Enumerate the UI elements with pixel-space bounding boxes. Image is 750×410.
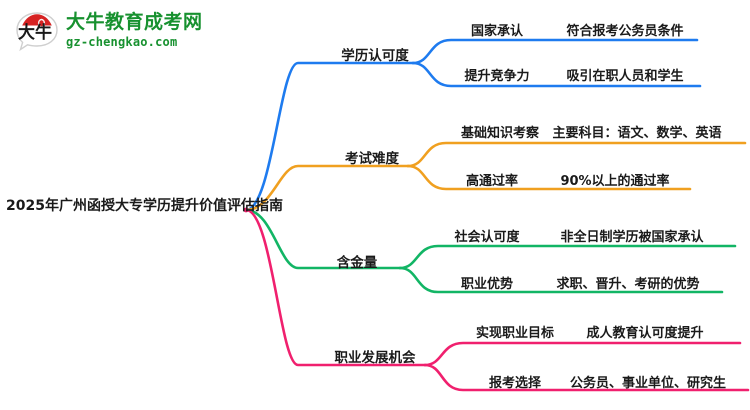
branch-label-4[interactable]: 职业发展机会 [334,350,416,366]
branch-label-2[interactable]: 考试难度 [345,151,399,167]
branch-2-child-2-connector [406,164,692,191]
detail-label-2-1[interactable]: 主要科目：语文、数学、英语 [552,126,722,141]
branch-4-child-2-connector [423,363,750,392]
logo-text-block: 大牛教育成考网 gz-chengkao.com [66,10,236,54]
subnode-label-1-1[interactable]: 国家承认 [470,24,524,39]
subnode-label-4-1[interactable]: 实现职业目标 [475,326,555,341]
branch-spine-1 [244,61,415,212]
logo-company-name: 大牛教育成考网 [66,11,203,33]
detail-label-1-1[interactable]: 符合报考公务员条件 [566,24,684,39]
logo-mark-icon: 大牛 [16,12,58,52]
subnode-label-2-1[interactable]: 基础知识考察 [460,126,540,141]
detail-label-3-1[interactable]: 非全日制学历被国家承认 [560,230,704,245]
svg-text:大牛: 大牛 [18,22,52,43]
subnode-label-1-2[interactable]: 提升竞争力 [464,69,530,84]
branch-3-child-1-connector [398,244,737,270]
branch-spine-4 [244,208,427,367]
root-node-label[interactable]: 2025年广州函授大专学历提升价值评估指南 [6,198,283,214]
detail-label-4-2[interactable]: 公务员、事业单位、研究生 [569,376,727,391]
subnode-label-2-2[interactable]: 高通过率 [465,174,519,189]
brand-logo: 大牛 大牛教育成考网 gz-chengkao.com [14,8,234,56]
detail-label-4-1[interactable]: 成人教育认可度提升 [586,326,704,341]
subnode-label-4-2[interactable]: 报考选择 [488,376,542,391]
branch-label-3[interactable]: 含金量 [336,255,378,271]
detail-label-3-2[interactable]: 求职、晋升、考研的优势 [556,277,700,292]
branch-spine-2 [244,164,410,212]
branch-spine-3 [244,208,402,270]
branch-4-child-1-connector [423,341,742,367]
root-junction-dot [243,207,249,213]
subnode-label-3-2[interactable]: 职业优势 [460,277,514,292]
branch-2-child-1-connector [406,141,747,168]
branch-label-1[interactable]: 学历认可度 [341,48,409,64]
branch-3-child-2-connector [398,266,724,294]
logo-domain: gz-chengkao.com [66,35,178,49]
branch-1-child-1-connector [411,38,699,65]
detail-label-1-2[interactable]: 吸引在职人员和学生 [566,69,684,84]
subnode-label-3-1[interactable]: 社会认可度 [454,230,520,245]
branch-1-child-2-connector [411,61,702,88]
detail-label-2-2[interactable]: 90%以上的通过率 [560,174,670,189]
